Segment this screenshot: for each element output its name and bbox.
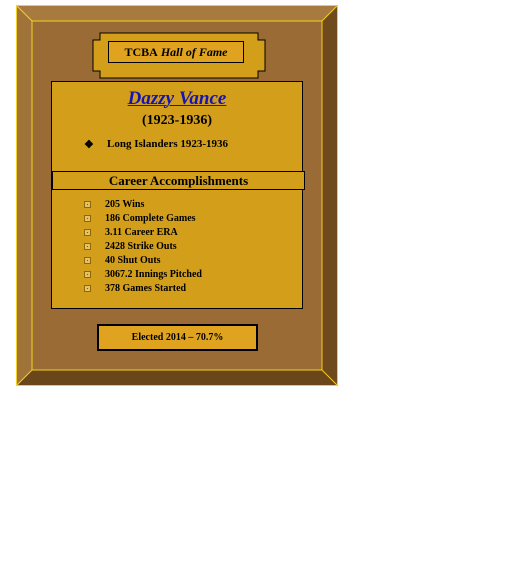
square-bullet-icon [84,243,91,251]
team-item: ❖ Long Islanders 1923-1936 [84,137,228,151]
accomplishment-label: 3.11 Career ERA [105,227,178,239]
hall-of-fame-title: TCBA Hall of Fame [108,41,244,63]
square-bullet-icon [84,257,91,264]
list-item: 205 Wins [84,198,202,212]
diamond-bullet-icon: ❖ [84,138,94,151]
square-bullet-icon [84,229,91,237]
square-bullet-icon [84,201,91,209]
plaque: TCBA Hall of Fame Dazzy Vance (1923-1936… [16,5,338,386]
hall-of-fame-label: Hall of Fame [160,44,228,59]
accomplishment-label: 186 Complete Games [105,213,196,225]
accomplishment-label: 3067.2 Innings Pitched [105,268,202,280]
accomplishment-label: 40 Shut Outs [105,255,161,266]
accomplishment-label: 378 Games Started [105,282,187,294]
accomplishment-label: 205 Wins [105,199,145,211]
career-accomplishments-header: Career Accomplishments [52,171,305,190]
list-item: 3.11 Career ERA [84,226,202,240]
accomplishment-label: 2428 Strike Outs [105,241,177,253]
square-bullet-icon [84,284,91,292]
player-years: (1923-1936) [142,113,212,128]
list-item: 186 Complete Games [84,212,202,226]
list-item: 3067.2 Innings Pitched [84,267,202,281]
square-bullet-icon [84,215,91,223]
team-label: Long Islanders 1923-1936 [107,138,229,150]
accomplishments-list: 205 Wins 186 Complete Games 3.11 Career … [84,198,202,295]
square-bullet-icon [84,270,91,278]
player-name: Dazzy Vance [127,88,227,109]
list-item: 40 Shut Outs [84,254,202,268]
player-panel: Dazzy Vance (1923-1936) ❖ Long Islanders… [51,81,305,309]
list-item: 378 Games Started [84,281,202,295]
organization-name: TCBA [124,44,158,59]
list-item: 2428 Strike Outs [84,240,202,254]
elected-badge: Elected 2014 – 70.7% [97,324,258,351]
